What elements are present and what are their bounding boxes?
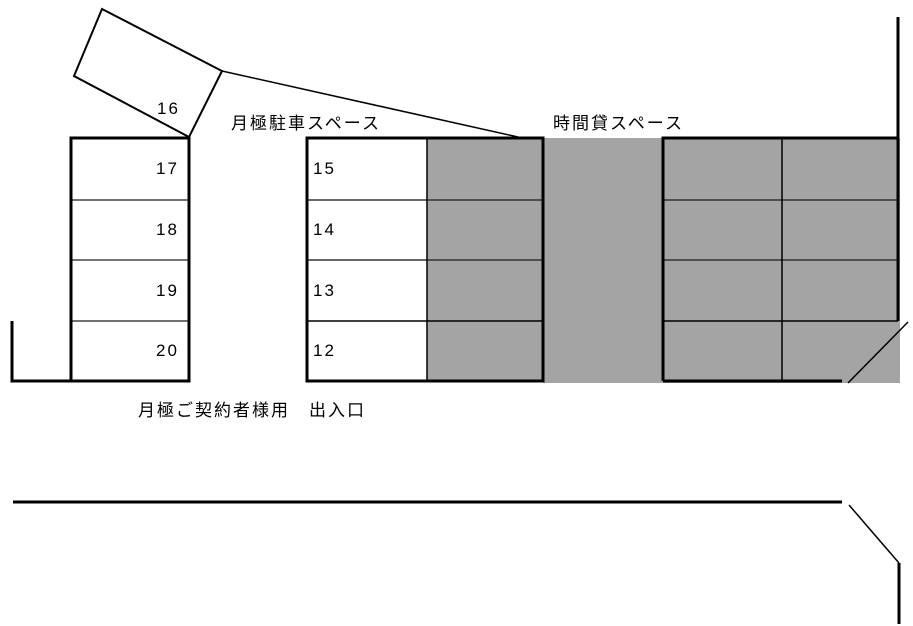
parking-space-16[interactable] — [72, 7, 224, 139]
right-hourly-block — [661, 136, 909, 384]
left-monthly-block — [69, 136, 191, 383]
boundary-line — [221, 70, 519, 138]
space-number-12[interactable]: 12 — [313, 341, 336, 360]
space-number-15[interactable]: 15 — [313, 159, 336, 178]
space-number-18[interactable]: 18 — [156, 220, 179, 239]
space-number-20[interactable]: 20 — [156, 341, 179, 360]
space-number-14[interactable]: 14 — [313, 220, 336, 239]
entrance-label: 月極ご契約者様用 出入口 — [138, 401, 366, 421]
middle-block — [305, 136, 545, 383]
road-corner — [848, 504, 900, 564]
hourly-space-label: 時間貸スペース — [553, 114, 684, 134]
space-number-13[interactable]: 13 — [313, 281, 336, 300]
left-wall — [10, 321, 72, 383]
space-number-19[interactable]: 19 — [156, 281, 179, 300]
space-number-17[interactable]: 17 — [156, 159, 179, 178]
space-number-16[interactable]: 16 — [157, 99, 180, 118]
monthly-space-label: 月極駐車スペース — [231, 114, 381, 134]
